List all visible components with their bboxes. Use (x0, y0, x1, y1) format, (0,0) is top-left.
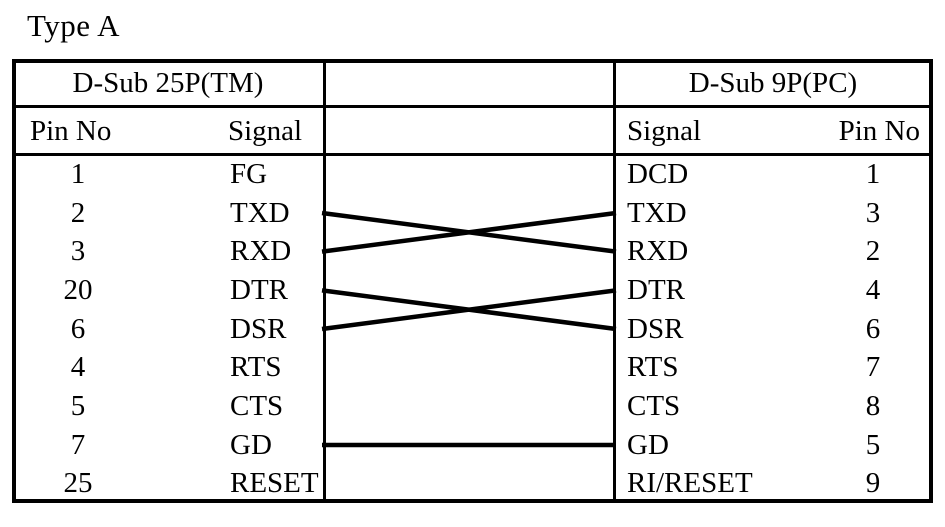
left-pin-column-header: Pin No (30, 115, 112, 147)
left-connector-header: D-Sub 25P(TM) (72, 67, 264, 99)
signal-name: TXD (627, 196, 687, 229)
signal-name: TXD (230, 196, 290, 229)
pin-number: 2 (70, 196, 86, 229)
signal-name: RI/RESET (627, 467, 753, 500)
table-row: 6 DSR (12, 310, 323, 349)
pin-number: 8 (865, 389, 881, 422)
pin-number: 1 (70, 157, 86, 190)
pin-number: 9 (865, 467, 881, 500)
table-row: 7 GD (12, 426, 323, 465)
signal-name: RTS (627, 351, 679, 384)
right-pin-column-header: Pin No (838, 115, 920, 147)
signal-name: GD (230, 428, 272, 461)
table-row: 20 DTR (12, 271, 323, 310)
table-row: 4 RTS (12, 348, 323, 387)
signal-name: GD (627, 428, 669, 461)
table-row: GD 5 (613, 426, 933, 465)
pin-number: 20 (63, 273, 93, 306)
signal-name: DTR (230, 273, 288, 306)
left-signal-column-header: Signal (228, 115, 303, 147)
table-row: 1 FG (12, 155, 323, 194)
signal-name: FG (230, 157, 268, 190)
wire-dsr-to-dtr (321, 288, 617, 332)
pin-number: 6 (865, 312, 881, 345)
pin-number: 7 (865, 351, 881, 384)
signal-name: CTS (230, 389, 284, 422)
pin-number: 3 (865, 196, 881, 229)
pin-number: 4 (70, 351, 86, 384)
signal-name: RXD (627, 235, 689, 268)
table-row: DTR 4 (613, 271, 933, 310)
table-row: DCD 1 (613, 155, 933, 194)
signal-name: DSR (230, 312, 287, 345)
table-row: TXD 3 (613, 194, 933, 233)
pin-number: 3 (70, 235, 86, 268)
pin-number: 6 (70, 312, 86, 345)
pin-number: 1 (865, 157, 881, 190)
table-row: RXD 2 (613, 232, 933, 271)
table-row: 5 CTS (12, 387, 323, 426)
right-connector-header: D-Sub 9P(PC) (688, 67, 858, 99)
connection-wires (321, 210, 617, 448)
table-row: RI/RESET 9 (613, 464, 933, 503)
page-title: Type A (27, 8, 120, 43)
table-row: RTS 7 (613, 348, 933, 387)
left-connector-rows: 1 FG 2 TXD 3 RXD 20 DTR 6 DSR 4 RTS 5 CTS 7 GD 25 RESET (12, 155, 323, 503)
signal-name: CTS (627, 389, 681, 422)
pin-number: 7 (70, 428, 86, 461)
signal-name: RESET (230, 467, 319, 500)
table-row: 2 TXD (12, 194, 323, 233)
table-row: 25 RESET (12, 464, 323, 503)
table-row: DSR 6 (613, 310, 933, 349)
table-outer-border (12, 59, 933, 503)
signal-name: DTR (627, 273, 685, 306)
signal-name: DSR (627, 312, 684, 345)
signal-name: DCD (627, 157, 689, 190)
pin-number: 25 (63, 467, 93, 500)
wire-rxd-to-txd (321, 210, 617, 254)
table-row: 3 RXD (12, 232, 323, 271)
pin-number: 2 (865, 235, 881, 268)
signal-name: RXD (230, 235, 292, 268)
signal-name: RTS (230, 351, 282, 384)
pin-number: 4 (865, 273, 881, 306)
right-signal-column-header: Signal (627, 115, 702, 147)
pin-number: 5 (865, 428, 881, 461)
table-row: CTS 8 (613, 387, 933, 426)
pin-number: 5 (70, 389, 86, 422)
